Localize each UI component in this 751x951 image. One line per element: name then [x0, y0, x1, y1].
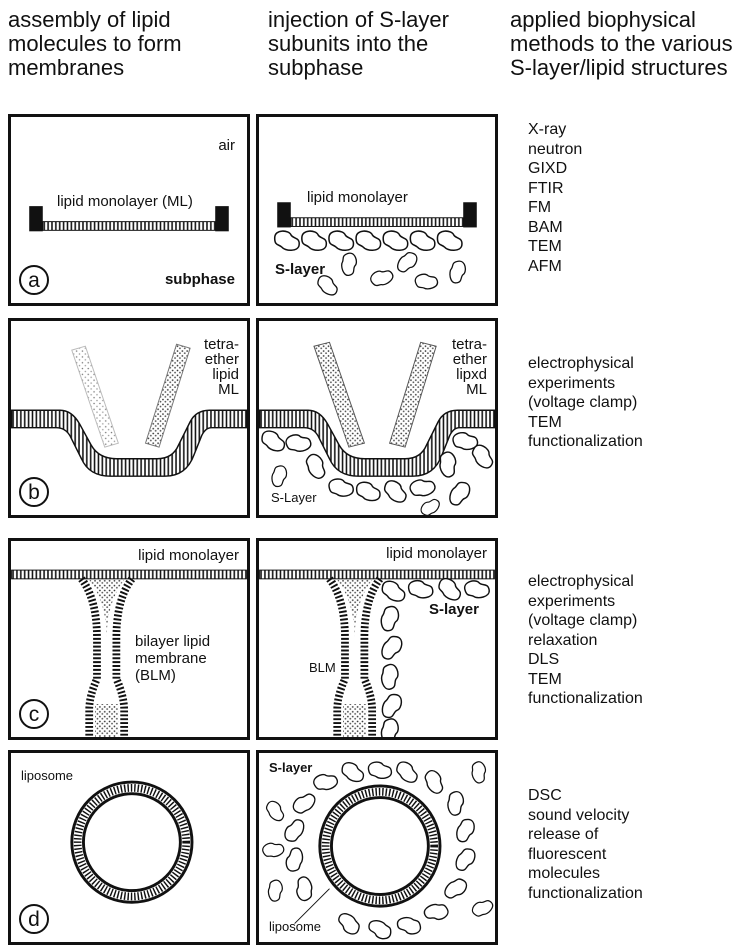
method-item: electrophysical	[528, 572, 643, 592]
s-layer-label-a: S-layer	[275, 263, 325, 277]
method-item: BAM	[528, 218, 582, 238]
subphase-label: subphase	[165, 273, 235, 287]
lipid-monolayer-label-c: lipid monolayer	[138, 549, 239, 563]
diagram-c-slayer	[259, 541, 495, 737]
method-item: FTIR	[528, 179, 582, 199]
method-item: fluorescent	[528, 845, 643, 865]
panel-letter-a: a	[19, 265, 49, 295]
diagram-d-slayer	[259, 753, 495, 942]
s-layer-label-b: S-Layer	[271, 491, 317, 505]
air-label: air	[218, 139, 235, 153]
panel-b-tetraether-lipid: tetra- ether lipid ML b	[8, 318, 250, 518]
method-item: functionalization	[528, 432, 643, 452]
panel-letter-c: c	[19, 699, 49, 729]
method-item: molecules	[528, 864, 643, 884]
method-item: TEM	[528, 413, 643, 433]
liposome-label-left: liposome	[21, 769, 73, 783]
method-item: functionalization	[528, 884, 643, 904]
panel-b-slayer: tetra- ether lipxd ML S-Layer	[256, 318, 498, 518]
panel-a-lipid-monolayer: air lipid monolayer (ML) subphase a	[8, 114, 250, 306]
lipid-monolayer-ml-label: lipid monolayer (ML)	[57, 195, 193, 209]
methods-list-b: electrophysical experiments (voltage cla…	[528, 354, 643, 452]
panel-letter-b: b	[19, 477, 49, 507]
panel-a-slayer-injection: lipid monolayer S-layer	[256, 114, 498, 306]
method-item: (voltage clamp)	[528, 393, 643, 413]
method-item: experiments	[528, 592, 643, 612]
panel-d-slayer: S-layer liposome	[256, 750, 498, 945]
methods-list-a: X-ray neutron GIXD FTIR FM BAM TEM AFM	[528, 120, 582, 276]
method-item: AFM	[528, 257, 582, 277]
column-header-methods: applied biophysical methods to the vario…	[510, 8, 750, 80]
method-item: X-ray	[528, 120, 582, 140]
method-item: functionalization	[528, 689, 643, 709]
panel-d-liposome: liposome d	[8, 750, 250, 945]
method-item: FM	[528, 198, 582, 218]
panel-c-bilayer-lipid-membrane: lipid monolayer bilayer lipid membrane (…	[8, 538, 250, 740]
method-item: DLS	[528, 650, 643, 670]
method-item: (voltage clamp)	[528, 611, 643, 631]
method-item: release of	[528, 825, 643, 845]
s-layer-label-d: S-layer	[269, 761, 312, 775]
tetraether-lipid-ml-label: tetra- ether lipid ML	[204, 337, 239, 397]
liposome-label-right: liposome	[269, 920, 321, 934]
column-header-injection: injection of S-layer subunits into the s…	[268, 8, 498, 80]
panel-letter-d: d	[19, 904, 49, 934]
bilayer-lipid-membrane-label: bilayer lipid membrane (BLM)	[135, 633, 210, 684]
tetraether-lipid-ml-label-right: tetra- ether lipxd ML	[452, 337, 487, 397]
method-item: DSC	[528, 786, 643, 806]
method-item: TEM	[528, 237, 582, 257]
methods-list-c: electrophysical experiments (voltage cla…	[528, 572, 643, 709]
method-item: sound velocity	[528, 806, 643, 826]
methods-list-d: DSC sound velocity release of fluorescen…	[528, 786, 643, 903]
blm-label: BLM	[309, 661, 336, 675]
method-item: electrophysical	[528, 354, 643, 374]
method-item: relaxation	[528, 631, 643, 651]
method-item: neutron	[528, 140, 582, 160]
lipid-monolayer-label-a: lipid monolayer	[307, 191, 408, 205]
s-layer-label-c: S-layer	[429, 603, 479, 617]
method-item: experiments	[528, 374, 643, 394]
method-item: GIXD	[528, 159, 582, 179]
method-item: TEM	[528, 670, 643, 690]
column-header-assembly: assembly of lipid molecules to form memb…	[8, 8, 258, 80]
panel-c-slayer: lipid monolayer S-layer BLM	[256, 538, 498, 740]
lipid-monolayer-label-c-right: lipid monolayer	[386, 547, 487, 561]
